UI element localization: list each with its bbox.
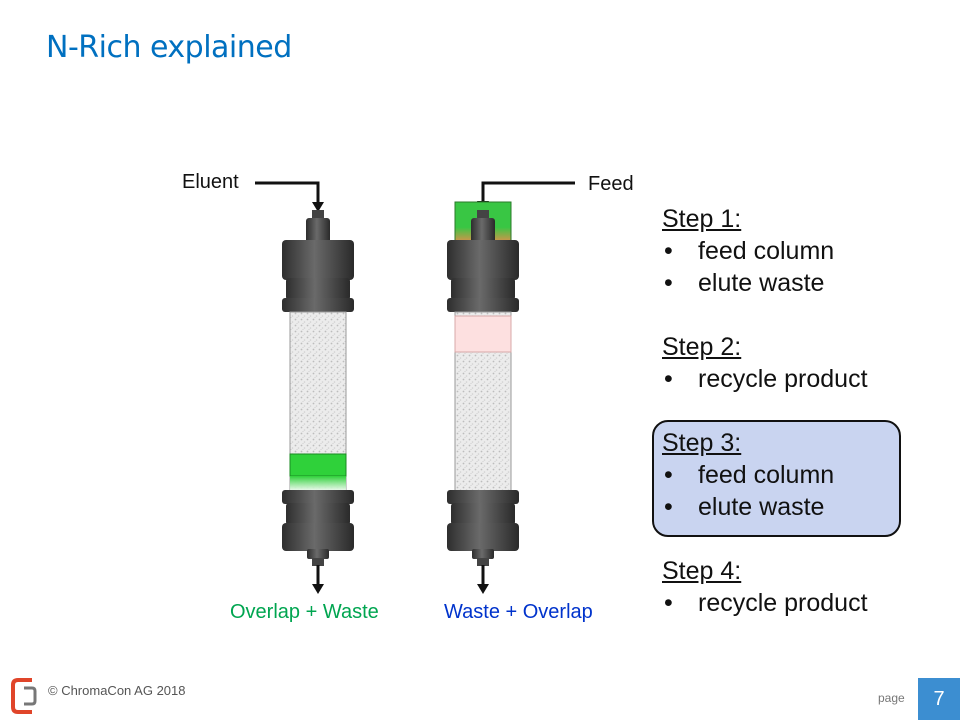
step-heading: Step 3: (662, 429, 742, 457)
step-heading: Step 2: (662, 333, 742, 361)
step-item: feed column (662, 235, 834, 267)
step-heading: Step 4: (662, 557, 742, 585)
page-title: N-Rich explained (46, 30, 292, 65)
eluent-label: Eluent (182, 171, 239, 193)
copyright-text: © ChromaCon AG 2018 (48, 683, 186, 698)
step-3: Step 3: feed column elute waste (662, 427, 834, 523)
eluent-line (255, 181, 324, 212)
right-column (447, 201, 519, 566)
page-label: page (878, 691, 905, 705)
step-1: Step 1: feed column elute waste (662, 203, 834, 299)
step-4: Step 4: recycle product (662, 555, 868, 619)
page-number-badge: 7 (918, 678, 960, 720)
feed-label: Feed (588, 173, 634, 195)
step-item: elute waste (662, 267, 834, 299)
step-item: recycle product (662, 587, 868, 619)
step-2: Step 2: recycle product (662, 331, 868, 395)
right-output-label: Waste + Overlap (444, 601, 593, 623)
left-output-label: Overlap + Waste (230, 601, 379, 623)
chromacon-logo-icon (11, 678, 37, 714)
step-item: feed column (662, 459, 834, 491)
right-output-arrow (477, 565, 489, 594)
left-output-arrow (312, 565, 324, 594)
step-item: recycle product (662, 363, 868, 395)
left-column (282, 210, 354, 566)
step-heading: Step 1: (662, 205, 742, 233)
step-item: elute waste (662, 491, 834, 523)
